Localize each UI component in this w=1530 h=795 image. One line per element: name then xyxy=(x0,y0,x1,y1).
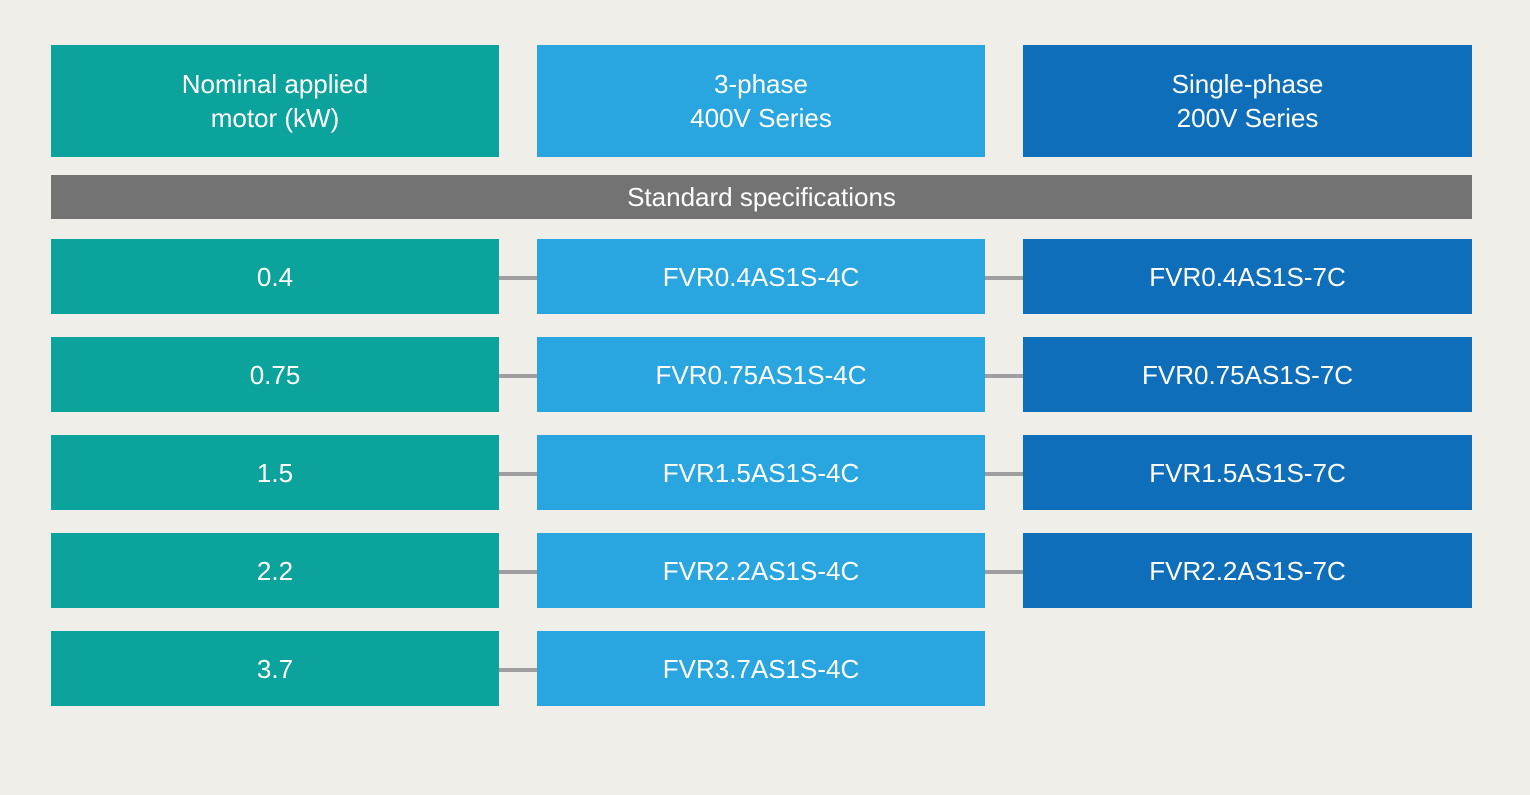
model-400v-cell: FVR0.75AS1S-4C xyxy=(537,337,985,412)
model-400v-cell: FVR0.4AS1S-4C xyxy=(537,239,985,314)
connector-line xyxy=(985,374,1023,378)
model-200v-cell: FVR0.4AS1S-7C xyxy=(1023,239,1472,314)
motor-kw-cell: 0.75 xyxy=(51,337,499,412)
model-400v-cell: FVR2.2AS1S-4C xyxy=(537,533,985,608)
model-200v-cell: FVR0.75AS1S-7C xyxy=(1023,337,1472,412)
header-single-phase-200v: Single-phase 200V Series xyxy=(1023,45,1472,157)
header-nominal-motor: Nominal applied motor (kW) xyxy=(51,45,499,157)
standard-specifications-banner: Standard specifications xyxy=(51,175,1472,219)
connector-line xyxy=(499,570,537,574)
motor-kw-cell: 3.7 xyxy=(51,631,499,706)
motor-kw-cell: 1.5 xyxy=(51,435,499,510)
motor-kw-cell: 0.4 xyxy=(51,239,499,314)
connector-line xyxy=(499,472,537,476)
connector-line xyxy=(985,570,1023,574)
connector-line xyxy=(985,276,1023,280)
connector-line xyxy=(985,472,1023,476)
model-400v-cell: FVR1.5AS1S-4C xyxy=(537,435,985,510)
model-400v-cell: FVR3.7AS1S-4C xyxy=(537,631,985,706)
connector-line xyxy=(499,668,537,672)
model-200v-cell: FVR2.2AS1S-7C xyxy=(1023,533,1472,608)
connector-line xyxy=(499,276,537,280)
model-200v-cell: FVR1.5AS1S-7C xyxy=(1023,435,1472,510)
motor-kw-cell: 2.2 xyxy=(51,533,499,608)
header-3-phase-400v: 3-phase 400V Series xyxy=(537,45,985,157)
connector-line xyxy=(499,374,537,378)
